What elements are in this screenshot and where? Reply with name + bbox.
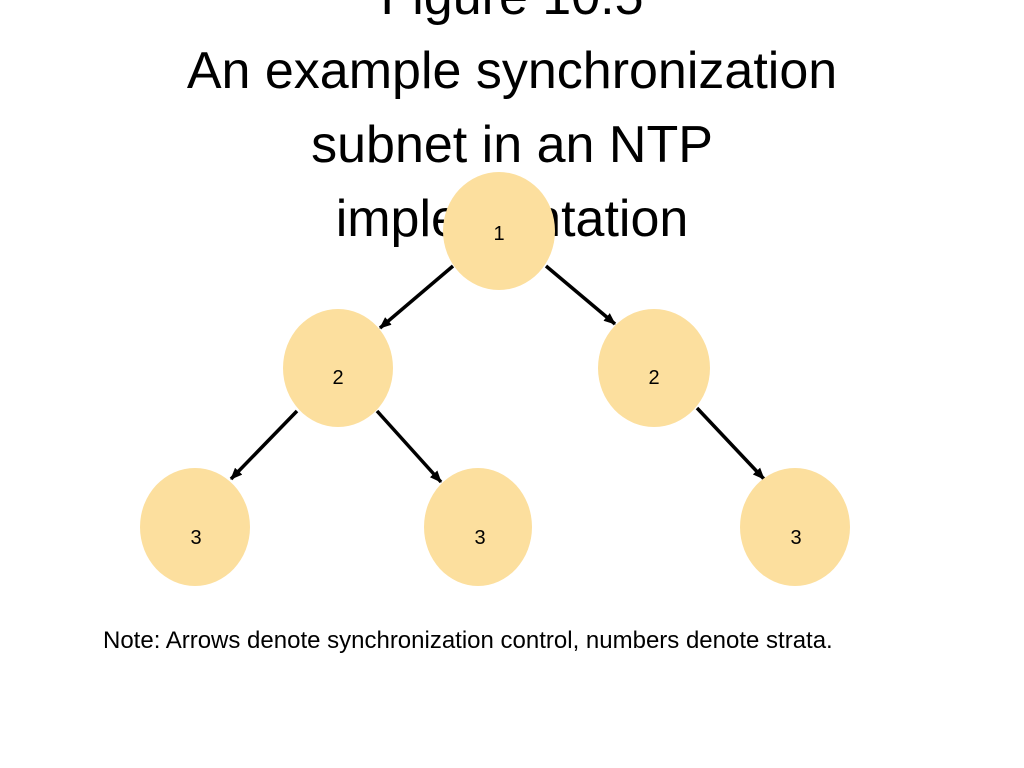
node-label: 3 [790,527,801,549]
edge-root-to-left-mid [378,264,455,330]
node-label: 3 [190,527,201,549]
title-line-figure: Figure 10.5 [0,0,1024,34]
edge-root-to-right-mid [544,264,617,326]
edge-group [229,264,766,484]
node-label: 2 [648,367,659,389]
node-right-mid: 2 [598,309,710,427]
diagram-note: Note: Arrows denote synchronization cont… [103,627,833,654]
node-label: 3 [474,527,485,549]
node-label: 1 [493,223,504,245]
title-line-2: subnet in an NTP [311,116,713,174]
edge-left-mid-to-left-leaf-b [375,409,443,484]
node-left-mid: 2 [283,309,393,427]
edge-left-mid-to-left-leaf-a [229,409,299,481]
edge-right-mid-to-right-leaf [695,406,766,481]
node-root: 1 [443,172,555,290]
node-left-leaf-b: 3 [424,468,532,586]
node-group: 1 2 2 3 3 3 [140,172,850,586]
node-label: 2 [332,367,343,389]
node-left-leaf-a: 3 [140,468,250,586]
node-right-leaf: 3 [740,468,850,586]
title-line-1: An example synchronization [186,42,838,100]
